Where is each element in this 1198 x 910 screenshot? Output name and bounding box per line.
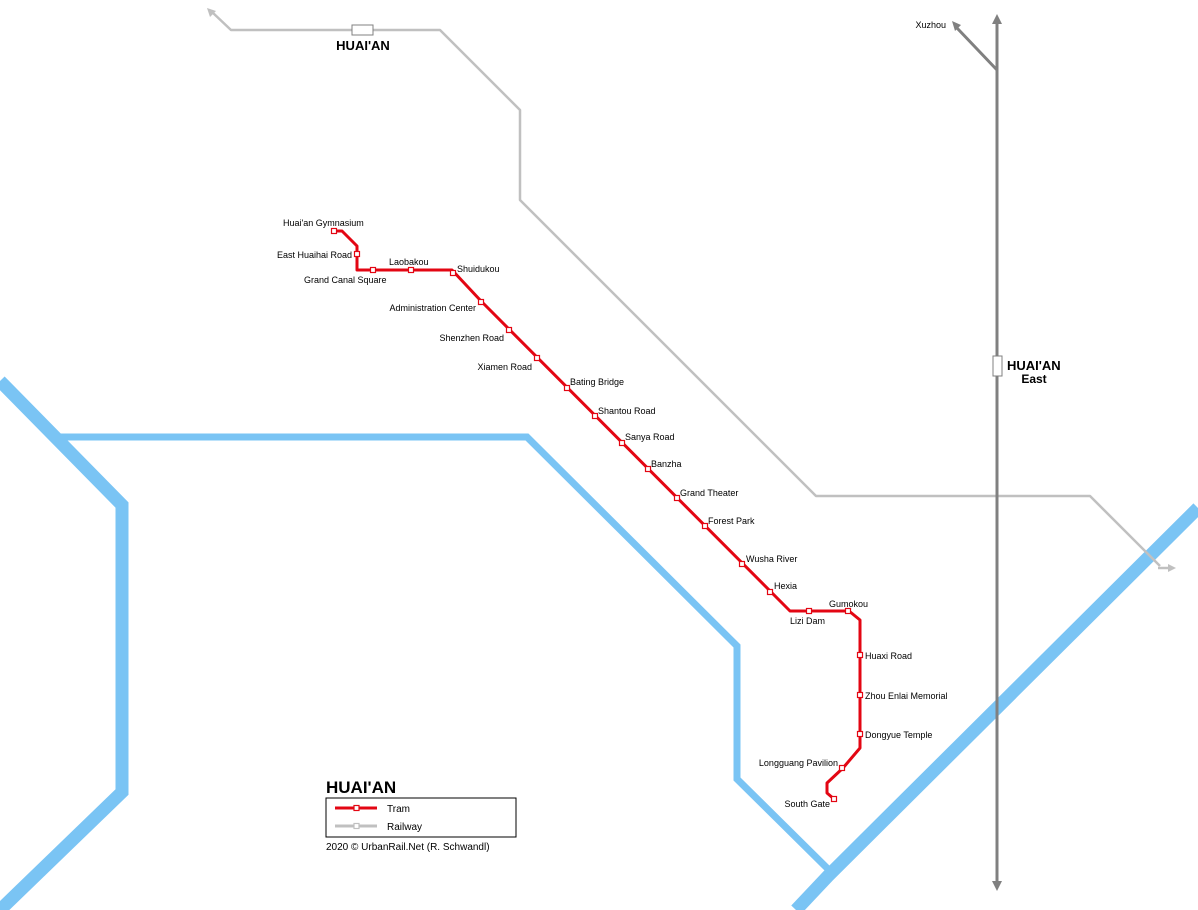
tram-station-marker-grand-canal[interactable] <box>369 266 377 274</box>
tram-station-label: Hexia <box>774 581 797 591</box>
tram-station-label: Grand Theater <box>680 488 738 498</box>
tram-station-label: Xiamen Road <box>477 362 532 372</box>
tram-station-label: Huaxi Road <box>865 651 912 661</box>
tram-station-label: Forest Park <box>708 516 755 526</box>
railway-station-huaian-east[interactable] <box>992 355 1003 377</box>
tram-station-marker-wusha[interactable] <box>738 560 746 568</box>
legend-box <box>325 797 517 838</box>
legend-tram-marker <box>353 804 360 812</box>
tram-station-label: Laobakou <box>389 257 429 267</box>
tram-station-marker-grand-theater[interactable] <box>673 494 681 502</box>
tram-station-marker-bating[interactable] <box>563 384 571 392</box>
tram-station-marker-south-gate[interactable] <box>830 795 838 803</box>
tram-station-marker-forest-park[interactable] <box>701 522 709 530</box>
tram-route <box>333 229 862 801</box>
tram-line <box>333 229 862 801</box>
tram-station-marker-shenzhen[interactable] <box>505 326 513 334</box>
tram-station-label: Huai'an Gymnasium <box>283 218 364 228</box>
tram-station-marker-shuidukou[interactable] <box>449 269 457 277</box>
map-credit: 2020 © UrbanRail.Net (R. Schwandl) <box>326 842 490 853</box>
railway-station-label: HUAI'AN <box>1007 358 1061 373</box>
tram-station-marker-zhou-enlai[interactable] <box>856 691 864 699</box>
tram-station-marker-longguang[interactable] <box>838 764 846 772</box>
tram-station-marker-sanya[interactable] <box>618 439 626 447</box>
railway-main-arrow-south <box>992 881 1002 891</box>
legend-railway-marker <box>353 822 360 830</box>
tram-station-marker-administration[interactable] <box>477 298 485 306</box>
railway-branch-arrow <box>952 21 961 31</box>
tram-station-labels: Huai'an Gymnasium East Huaihai Road Gran… <box>277 218 948 809</box>
tram-station-label: East Huaihai Road <box>277 250 352 260</box>
legend-railway-label: Railway <box>387 822 422 833</box>
tram-station-label: South Gate <box>784 799 830 809</box>
railway-lines <box>207 8 1176 891</box>
tram-station-label: Sanya Road <box>625 432 675 442</box>
tram-station-marker-dongyue[interactable] <box>856 730 864 738</box>
railway-station-label: HUAI'AN <box>336 38 390 53</box>
tram-station-marker-hexia[interactable] <box>766 588 774 596</box>
tram-station-markers <box>330 227 864 803</box>
tram-station-label: Shuidukou <box>457 264 500 274</box>
tram-station-label: Shenzhen Road <box>439 333 504 343</box>
river-left <box>0 376 129 910</box>
tram-station-marker-shantou[interactable] <box>591 412 599 420</box>
tram-station-label: Dongyue Temple <box>865 730 932 740</box>
tram-station-marker-banzha[interactable] <box>644 465 652 473</box>
railway-branch-xuzhou <box>955 26 999 72</box>
tram-station-marker-lizi-dam[interactable] <box>805 607 813 615</box>
tram-station-label: Longguang Pavilion <box>759 758 838 768</box>
canal-central <box>60 433 831 872</box>
tram-station-label: Gumokou <box>829 599 868 609</box>
tram-station-label: Shantou Road <box>598 406 656 416</box>
river-southeast <box>791 503 1198 910</box>
tram-station-marker-laobakou[interactable] <box>407 266 415 274</box>
railway-main-arrow-north <box>992 14 1002 24</box>
tram-station-label: Banzha <box>651 459 682 469</box>
tram-station-marker-gymnasium[interactable] <box>330 227 338 235</box>
railway-arrow-east-head <box>1168 564 1176 572</box>
railway-station-sublabel: East <box>1021 372 1046 386</box>
tram-station-label: Zhou Enlai Memorial <box>865 691 948 701</box>
railway-destination-label: Xuzhou <box>915 20 946 30</box>
tram-station-marker-xiamen[interactable] <box>533 354 541 362</box>
legend-tram-label: Tram <box>387 804 410 815</box>
legend: Tram Railway <box>325 797 517 838</box>
tram-station-label: Administration Center <box>389 303 476 313</box>
railway-arrow-northwest <box>207 8 216 17</box>
tram-station-label: Wusha River <box>746 554 797 564</box>
railway-line-north <box>211 11 1161 567</box>
tram-station-marker-east-huaihai[interactable] <box>353 250 361 258</box>
tram-station-marker-huaxi[interactable] <box>856 651 864 659</box>
tram-station-label: Bating Bridge <box>570 377 624 387</box>
map-title: HUAI'AN <box>326 778 396 797</box>
tram-station-label: Lizi Dam <box>790 616 825 626</box>
railway-station-huaian[interactable] <box>351 24 374 36</box>
tram-station-label: Grand Canal Square <box>304 275 387 285</box>
tram-station-marker-gumokou[interactable] <box>844 607 852 615</box>
waterways <box>0 376 1198 910</box>
